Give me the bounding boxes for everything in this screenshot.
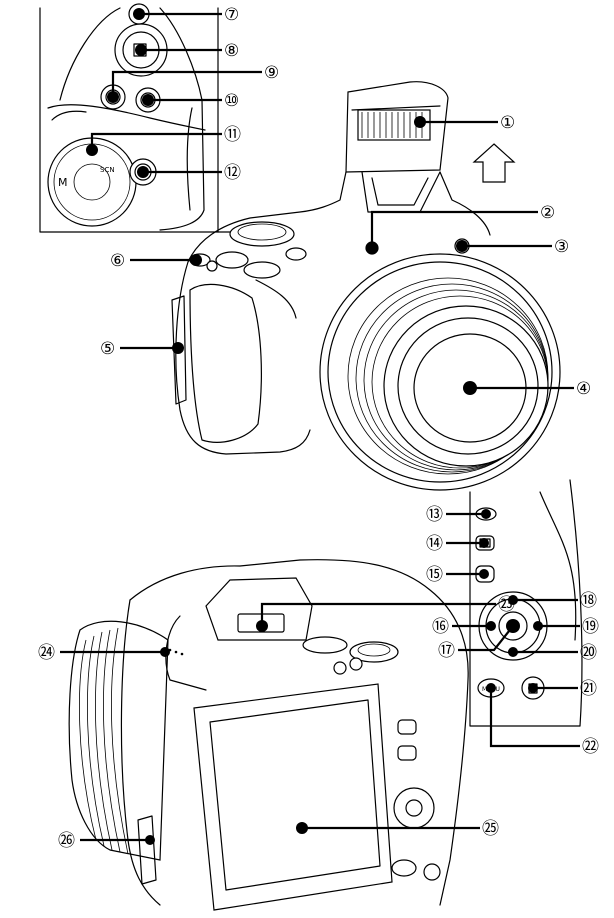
top-inset-drawing: M SCN	[39, 3, 239, 233]
dial-scn-label: SCN	[100, 166, 115, 174]
dial-m-label: M	[58, 176, 68, 189]
leader-lines	[60, 8, 580, 845]
callout-4: ④	[576, 379, 591, 399]
callout-6: ⑥	[110, 251, 125, 271]
callout-7: ⑦	[224, 5, 239, 25]
callout-24: ㉔	[38, 643, 55, 663]
callout-14: ⑭	[426, 534, 443, 554]
callout-21: ㉑	[580, 679, 597, 699]
callout-9: ⑨	[264, 63, 279, 83]
callout-16: ⑯	[432, 617, 449, 637]
callout-labels: ① ② ③ ④ ⑤ ⑥ ⑦ ⑧ ⑨ ⑩ ⑪ ⑫ ⑬ ⑭ ⑮ ⑯ ⑰ ⑱ ⑲ ⑳ …	[38, 5, 599, 851]
callout-22: ㉒	[582, 737, 599, 757]
callout-19: ⑲	[582, 617, 599, 637]
callout-8: ⑧	[224, 41, 239, 61]
callout-23: ㉓	[498, 595, 515, 615]
callout-26: ㉖	[58, 831, 75, 851]
callout-2: ②	[540, 203, 555, 223]
callout-5: ⑤	[100, 339, 115, 359]
callout-15: ⑮	[426, 565, 443, 585]
callout-13: ⑬	[426, 505, 443, 525]
callout-20: ⑳	[580, 643, 597, 663]
callout-1: ①	[500, 113, 515, 133]
callout-10: ⑩	[224, 91, 239, 111]
back-buttons-inset: MENU	[469, 479, 583, 727]
callout-18: ⑱	[580, 591, 597, 611]
callout-17: ⑰	[438, 641, 455, 661]
callout-12: ⑫	[224, 163, 241, 183]
callout-25: ㉕	[482, 819, 499, 839]
callout-3: ③	[554, 237, 569, 257]
callout-11: ⑪	[224, 125, 241, 145]
back-camera-drawing	[68, 559, 469, 911]
